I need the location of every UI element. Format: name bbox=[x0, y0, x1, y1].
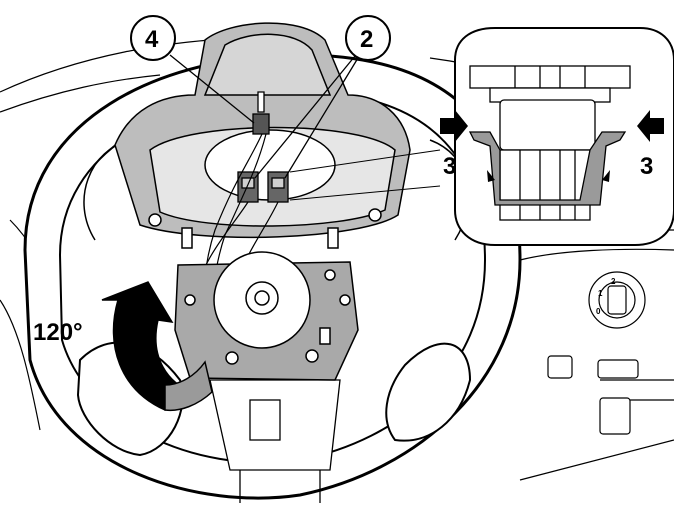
clip-arrow-left bbox=[440, 110, 468, 142]
heater-control-knob: 0 1 2 bbox=[547, 271, 646, 435]
callout-2-label: 2 bbox=[360, 26, 373, 53]
clock-spring-plate bbox=[174, 251, 359, 381]
dial-mark-2: 2 bbox=[611, 277, 616, 286]
clip-detail-inset: 3 3 bbox=[440, 27, 674, 246]
rotation-arrow bbox=[101, 281, 213, 412]
callout-2: 2 bbox=[254, 15, 391, 179]
callout-4: 4 bbox=[130, 15, 255, 124]
dial-mark-1: 1 bbox=[598, 289, 603, 298]
clip-right-label: 3 bbox=[640, 153, 653, 180]
dial-mark-0: 0 bbox=[596, 307, 601, 316]
clip-left-label: 3 bbox=[443, 153, 456, 180]
connector-top bbox=[252, 91, 270, 135]
steering-column bbox=[209, 379, 341, 503]
rotation-angle-label: 120° bbox=[33, 319, 83, 346]
detail-leader-lines bbox=[289, 149, 441, 201]
clip-arrow-right bbox=[637, 110, 664, 142]
callout-4-label: 4 bbox=[145, 26, 159, 53]
